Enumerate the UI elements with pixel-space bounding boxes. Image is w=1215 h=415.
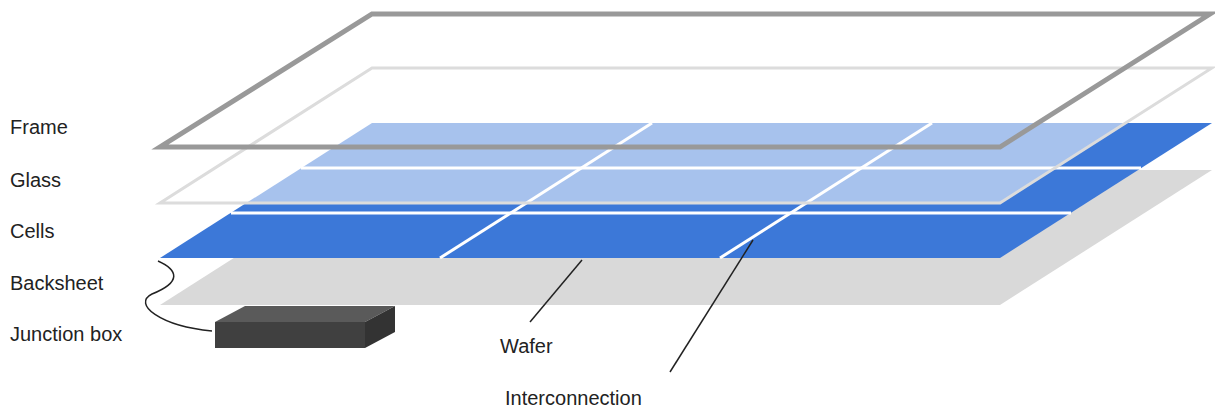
leader-line <box>146 261 212 331</box>
interconnection-gap <box>231 212 1071 215</box>
frame-outline <box>160 14 1210 147</box>
part-label: Interconnection <box>505 386 642 410</box>
part-label: Cells <box>10 219 54 243</box>
part-label: Junction box <box>10 322 122 346</box>
leader-line <box>670 240 753 372</box>
part-label: Backsheet <box>10 271 103 295</box>
part-label: Glass <box>10 168 61 192</box>
part-label: Frame <box>10 115 68 139</box>
glass-layer <box>160 68 1212 203</box>
part-label: Wafer <box>500 334 553 358</box>
leader-line <box>530 260 582 322</box>
junction-box-side <box>365 306 395 348</box>
junction-box-front <box>215 322 365 348</box>
junction-box-top <box>215 306 395 322</box>
